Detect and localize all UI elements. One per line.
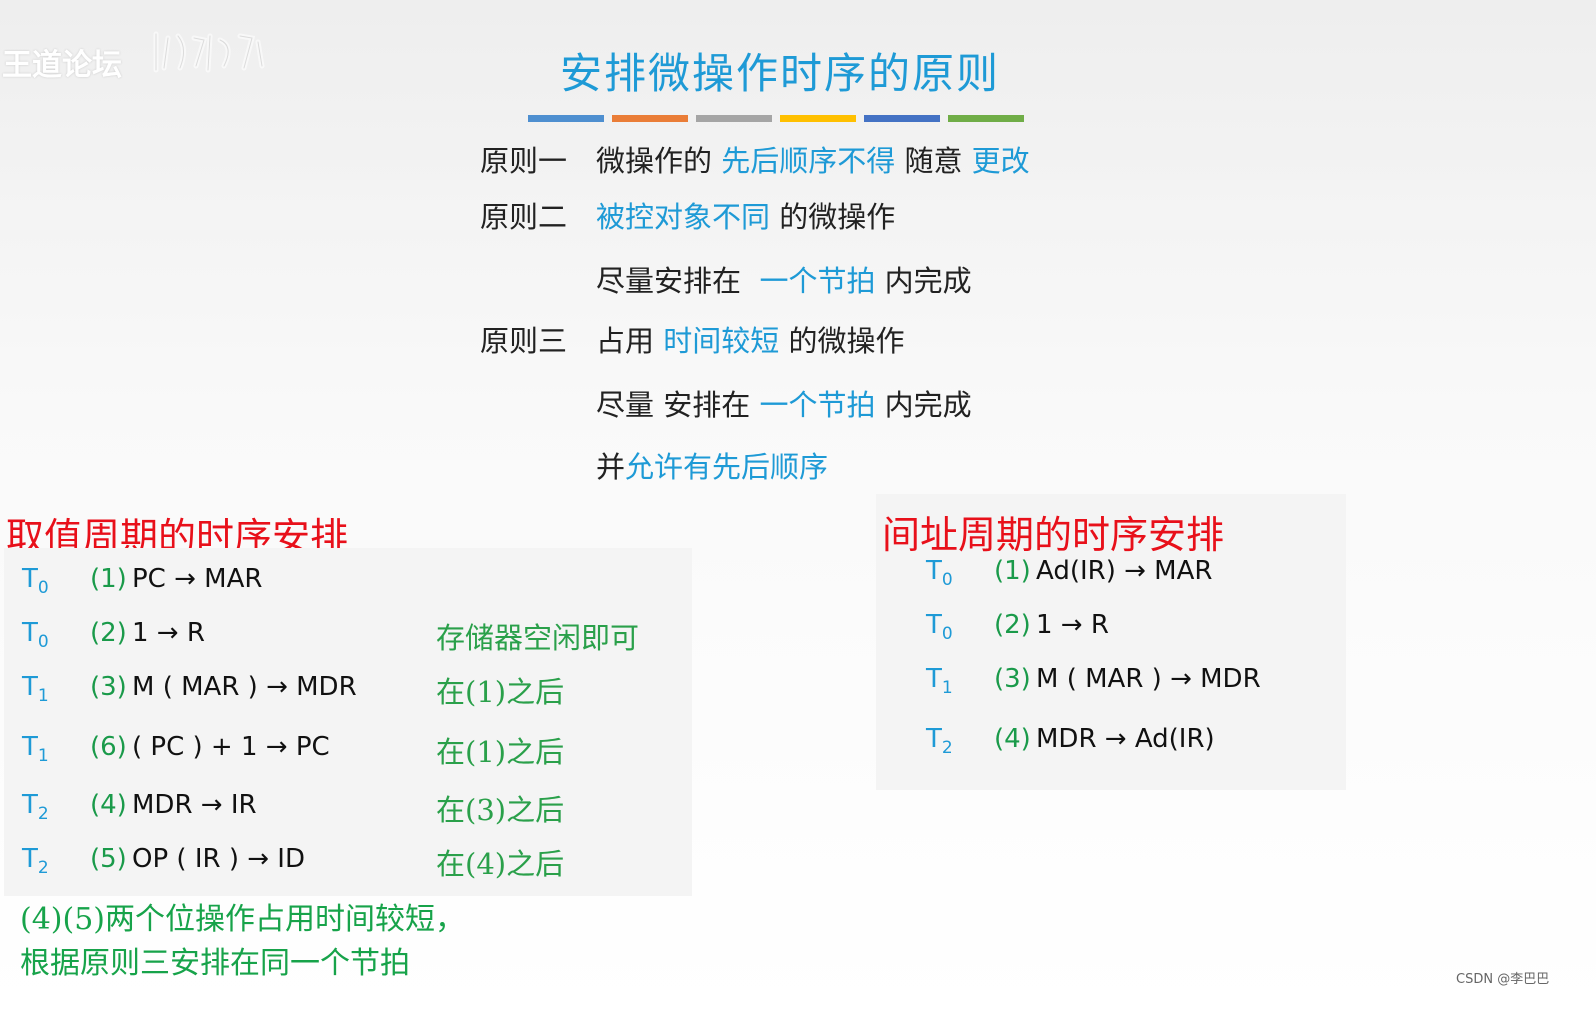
principle-text: 占用	[596, 324, 664, 358]
color-bar-segment	[864, 115, 940, 122]
principle-highlight: 允许有先后顺序	[625, 450, 829, 484]
principle-highlight: 时间较短	[663, 324, 780, 358]
step-number: (5)	[90, 844, 127, 874]
color-bar-segment	[696, 115, 772, 122]
principle-highlight: 被控对象不同	[596, 200, 771, 234]
fetch-cycle-panel	[4, 548, 692, 896]
timing-row: T2 (4)MDR → Ad(IR)	[926, 724, 1215, 758]
principle-line: 尽量安排在 一个节拍 内完成	[596, 258, 972, 300]
principle-highlight: 一个节拍	[759, 264, 876, 298]
step-number: (1)	[994, 556, 1031, 586]
micro-operation: MDR → Ad(IR)	[1036, 724, 1215, 754]
timing-row: T0 (1)Ad(IR) → MAR	[926, 556, 1212, 590]
step-number: (4)	[90, 790, 127, 820]
principle-line: 尽量 安排在 一个节拍 内完成	[596, 382, 972, 424]
title-color-bar	[528, 115, 1024, 123]
timing-row: T0 (2)1 → R	[22, 618, 205, 652]
principle-line: 并允许有先后顺序	[596, 444, 828, 486]
principle-label: 原则三	[480, 324, 568, 358]
micro-operation: 1 → R	[1036, 610, 1109, 640]
principle-text: 的微操作	[770, 200, 896, 234]
order-note: 在(1)之后	[436, 735, 565, 769]
micro-operation: ( PC ) + 1 → PC	[132, 732, 330, 762]
timing-row: T0 (2)1 → R	[926, 610, 1109, 644]
principle-text: 尽量安排在	[596, 264, 760, 298]
step-number: (4)	[994, 724, 1031, 754]
order-note: 在(1)之后	[436, 675, 565, 709]
order-note: 在(4)之后	[436, 847, 565, 881]
beat-label: T0	[926, 556, 953, 590]
beat-label: T2	[926, 724, 953, 758]
timing-row: T2 (4)MDR → IR	[22, 790, 257, 824]
principle-text: 尽量 安排在	[596, 388, 760, 422]
conclusion-line: (4)(5)两个位操作占用时间较短，	[20, 902, 465, 937]
beat-label: T0	[22, 564, 49, 598]
timing-row: T1 (3)M ( MAR ) → MDR	[22, 672, 357, 706]
color-bar-segment	[612, 115, 688, 122]
color-bar-segment	[780, 115, 856, 122]
beat-label: T0	[926, 610, 953, 644]
step-number: (6)	[90, 732, 127, 762]
timing-row: T2 (5)OP ( IR ) → ID	[22, 844, 305, 878]
beat-label: T2	[22, 844, 49, 878]
timing-row: T0 (1)PC → MAR	[22, 564, 262, 598]
beat-label: T2	[22, 790, 49, 824]
step-number: (1)	[90, 564, 127, 594]
micro-operation: MDR → IR	[132, 790, 257, 820]
color-bar-segment	[948, 115, 1024, 122]
principle-highlight: 一个节拍	[759, 388, 876, 422]
beat-label: T0	[22, 618, 49, 652]
beat-label: T1	[22, 672, 49, 706]
color-bar-segment	[528, 115, 604, 122]
order-note: 存储器空闲即可	[436, 621, 640, 655]
conclusion-line: 根据原则三安排在同一个节拍	[20, 946, 410, 981]
timing-row: T1 (6)( PC ) + 1 → PC	[22, 732, 330, 766]
order-note: 在(3)之后	[436, 793, 565, 827]
principle-text: 内完成	[875, 264, 972, 298]
timing-row: T1 (3)M ( MAR ) → MDR	[926, 664, 1261, 698]
indirect-cycle-title: 间址周期的时序安排	[882, 513, 1225, 557]
micro-operation: M ( MAR ) → MDR	[1036, 664, 1261, 694]
step-number: (2)	[994, 610, 1031, 640]
watermark-text: 王道论坛	[2, 48, 122, 83]
conclusion-note: (4)(5)两个位操作占用时间较短， 根据原则三安排在同一个节拍	[20, 898, 465, 986]
watermark-logo	[153, 31, 265, 73]
micro-operation: Ad(IR) → MAR	[1036, 556, 1213, 586]
credit-text: CSDN @李巴巴	[1456, 972, 1550, 987]
micro-operation: PC → MAR	[132, 564, 263, 594]
beat-label: T1	[926, 664, 953, 698]
principle-label: 原则一	[480, 144, 568, 178]
principle-line: 被控对象不同 的微操作	[596, 194, 895, 236]
principle-line: 微操作的 先后顺序不得 随意 更改	[596, 138, 1030, 180]
beat-label: T1	[22, 732, 49, 766]
principle-highlight: 先后顺序不得	[721, 144, 896, 178]
indirect-cycle-panel	[876, 494, 1346, 790]
step-number: (3)	[994, 664, 1031, 694]
step-number: (3)	[90, 672, 127, 702]
principle-text: 的微操作	[779, 324, 905, 358]
principle-line: 占用 时间较短 的微操作	[596, 318, 904, 360]
micro-operation: OP ( IR ) → ID	[132, 844, 305, 874]
slide-title: 安排微操作时序的原则	[559, 49, 1000, 98]
micro-operation: M ( MAR ) → MDR	[132, 672, 357, 702]
principle-text: 随意	[895, 144, 972, 178]
principle-text: 内完成	[875, 388, 972, 422]
principle-text: 并	[596, 450, 626, 484]
principle-label: 原则二	[480, 200, 568, 234]
principle-text: 微操作的	[596, 144, 722, 178]
micro-operation: 1 → R	[132, 618, 205, 648]
principle-highlight: 更改	[971, 144, 1030, 178]
step-number: (2)	[90, 618, 127, 648]
